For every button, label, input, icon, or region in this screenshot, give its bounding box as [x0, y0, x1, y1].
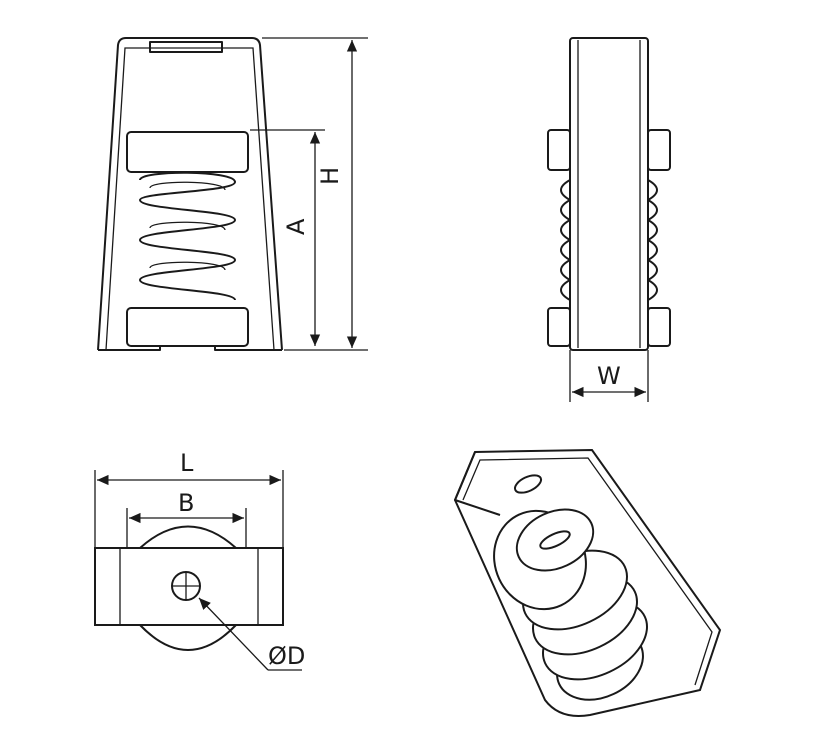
dimension-l: L: [94, 449, 284, 548]
spring-coils: [139, 171, 236, 301]
dimension-h: H: [262, 37, 368, 351]
front-view: H A: [97, 37, 368, 351]
dim-label-l: L: [180, 449, 194, 477]
dimension-a: A: [250, 129, 325, 346]
dim-label-b: B: [178, 489, 194, 517]
side-view: W: [547, 37, 671, 402]
dimension-b: B: [126, 489, 247, 548]
bottom-view: ØD L B: [94, 449, 305, 671]
isometric-view: [453, 448, 722, 717]
dimension-w: W: [569, 350, 649, 402]
spring-stack: [493, 508, 648, 701]
bolt-hole: [171, 571, 201, 601]
dim-label-a: A: [282, 218, 310, 235]
dim-label-h: H: [316, 167, 344, 185]
dim-label-d: ØD: [268, 642, 305, 670]
dim-label-w: W: [597, 362, 621, 390]
